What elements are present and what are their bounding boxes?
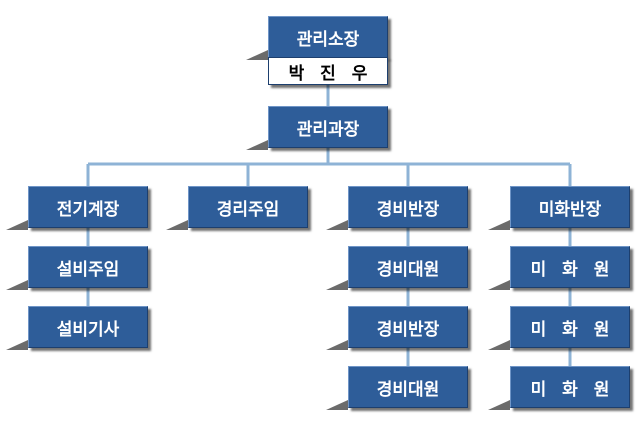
node-director-name: 박 진 우 <box>268 57 388 85</box>
node-col3-sub2: 경비반장 <box>348 306 468 348</box>
node-manager: 관리과장 <box>268 106 388 148</box>
shadow-tab <box>326 220 348 230</box>
shadow-tab <box>6 280 28 290</box>
shadow-tab <box>488 220 510 230</box>
node-col1-sub1: 설비주임 <box>28 246 148 288</box>
node-col1-head: 전기계장 <box>28 186 148 228</box>
shadow-tab <box>326 400 348 410</box>
shadow-tab <box>326 280 348 290</box>
shadow-tab <box>166 220 188 230</box>
shadow-tab <box>488 400 510 410</box>
node-col4-sub3: 미 화 원 <box>510 366 630 408</box>
shadow-tab <box>488 280 510 290</box>
shadow-tab <box>246 50 268 60</box>
shadow-tab <box>6 340 28 350</box>
node-col3-sub1: 경비대원 <box>348 246 468 288</box>
node-col4-sub1: 미 화 원 <box>510 246 630 288</box>
node-col1-sub2: 설비기사 <box>28 306 148 348</box>
node-col3-head: 경비반장 <box>348 186 468 228</box>
node-director-title: 관리소장 <box>268 16 388 58</box>
shadow-tab <box>488 340 510 350</box>
node-col3-sub3: 경비대원 <box>348 366 468 408</box>
node-col4-head: 미화반장 <box>510 186 630 228</box>
shadow-tab <box>6 220 28 230</box>
node-col4-sub2: 미 화 원 <box>510 306 630 348</box>
shadow-tab <box>246 140 268 150</box>
shadow-tab <box>326 340 348 350</box>
node-col2-head: 경리주임 <box>188 186 308 228</box>
